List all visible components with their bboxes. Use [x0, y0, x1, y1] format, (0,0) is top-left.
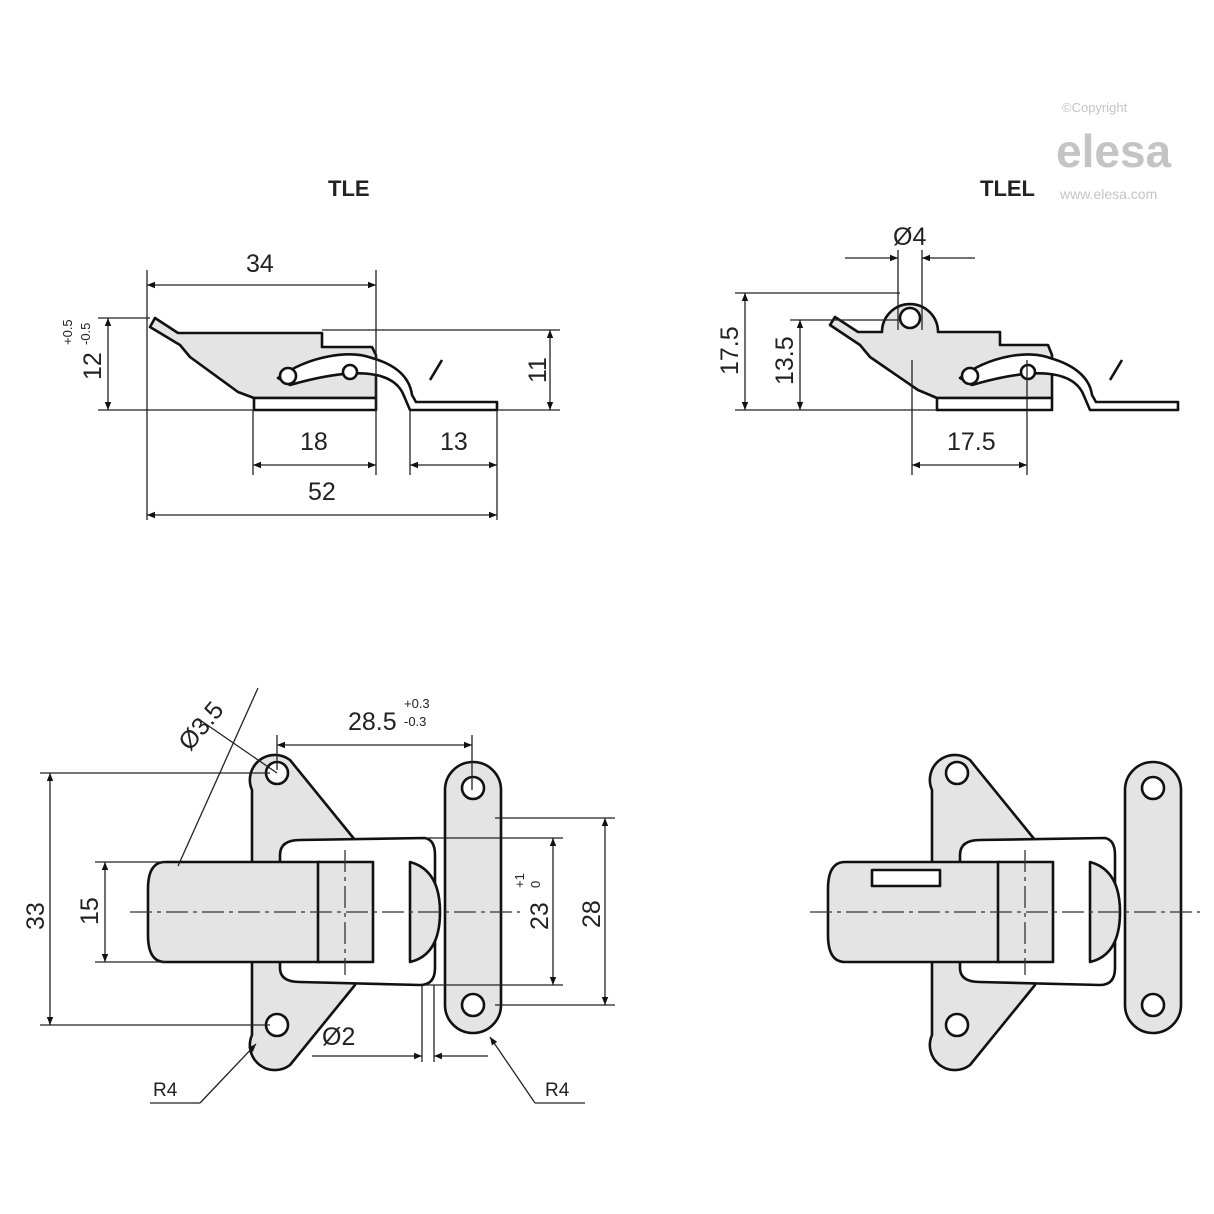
dim-tle-12-tol-plus: +0.5	[60, 319, 75, 345]
website-text: www.elesa.com	[1059, 186, 1157, 202]
dim-loop-tol-plus: +1	[512, 873, 527, 888]
dim-radius-right: R4	[545, 1080, 570, 1101]
dim-tlel-13-5: 13.5	[771, 336, 799, 385]
dim-lever-width: 15	[76, 897, 104, 925]
tle-front-view	[130, 753, 520, 1072]
dim-tlel-ring-dia: Ø4	[893, 223, 926, 251]
dim-loop-width: 23	[526, 902, 554, 930]
dim-tle-12-tol-minus: -0.5	[78, 323, 93, 345]
tlel-side-view: Ø4 17.5 13.5 17.5	[716, 223, 1180, 475]
dim-tle-52: 52	[308, 478, 336, 506]
dim-tle-18: 18	[300, 428, 328, 456]
dim-wire-dia: Ø2	[322, 1023, 355, 1051]
view-title-tlel: TLEL	[980, 176, 1035, 201]
dim-hole-dia: Ø3.5	[173, 696, 229, 756]
dim-pitch-tol-plus: +0.3	[404, 696, 430, 711]
brand-logo: elesa	[1056, 125, 1172, 177]
dim-pitch-tol-minus: -0.3	[404, 714, 426, 729]
dim-loop-tol-minus: 0	[528, 881, 543, 888]
dim-tle-13: 13	[440, 428, 468, 456]
dim-tle-34: 34	[246, 250, 274, 278]
elesa-logo: ©Copyright elesa www.elesa.com	[1056, 100, 1172, 202]
dim-catch-height: 28	[578, 900, 606, 928]
dim-base-height: 33	[22, 902, 50, 930]
tle-side-view: 34 12 +0.5 -0.5 11 18 13 52	[60, 250, 560, 520]
dim-tlel-17-5-height: 17.5	[716, 326, 744, 375]
dim-pitch: 28.5	[348, 708, 397, 736]
dim-radius-left: R4	[153, 1080, 178, 1101]
copyright-text: ©Copyright	[1062, 100, 1128, 115]
tlel-slot	[870, 868, 942, 888]
dim-tle-12: 12	[79, 352, 107, 380]
view-title-tle: TLE	[328, 176, 370, 201]
tlel-front-view	[808, 753, 1202, 1072]
dim-tlel-17-5-base: 17.5	[947, 428, 996, 456]
dim-tle-11: 11	[524, 357, 552, 383]
